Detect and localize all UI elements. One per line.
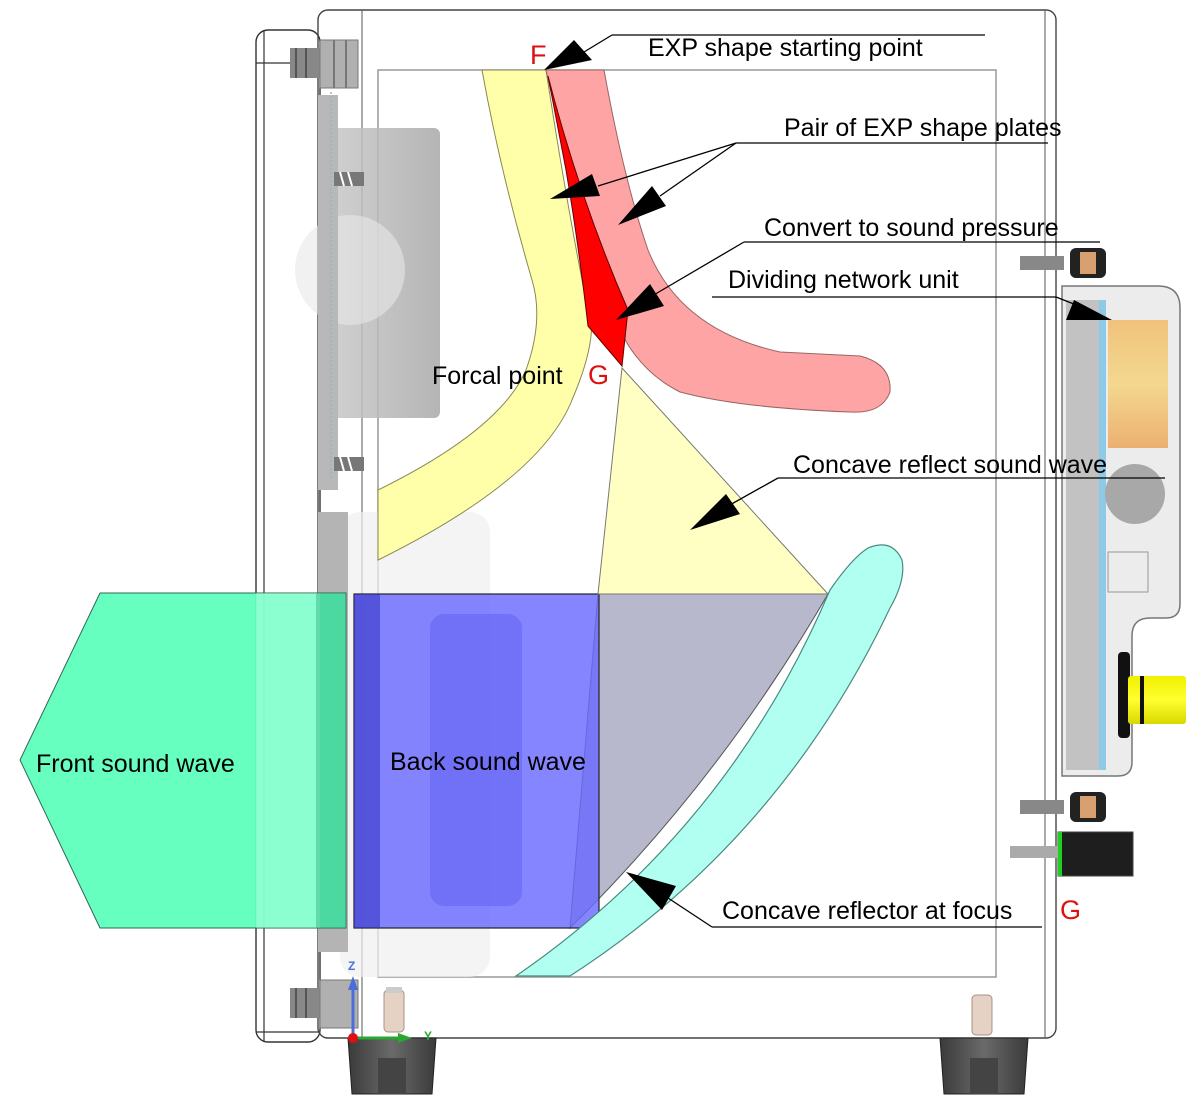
arrow-exp-start xyxy=(544,40,592,70)
terminal-green-edge xyxy=(1058,832,1062,876)
arrow-exp-plate-yellow xyxy=(550,174,600,199)
annotation-convert-pressure: Convert to sound pressure xyxy=(616,214,1100,320)
label-concave-reflect: Concave reflect sound wave xyxy=(793,451,1107,479)
volume-knob-band xyxy=(1140,676,1144,724)
network-grey-body xyxy=(1066,300,1104,770)
network-capacitor xyxy=(1108,320,1168,448)
y-axis-arrowhead xyxy=(398,1033,412,1043)
foot-left-slot xyxy=(378,1058,406,1094)
network-screw-bottom xyxy=(1020,792,1106,822)
annotation-exp-start: F EXP shape starting point xyxy=(530,34,985,70)
label-exp-start-marker: F xyxy=(530,40,547,70)
back-wave-dark-strip xyxy=(354,594,380,928)
back-sound-wave-region xyxy=(353,593,600,929)
arrow-concave-reflector xyxy=(626,872,676,910)
annotation-focal-point: Forcal point G xyxy=(432,360,609,390)
front-wave-baffle-overlay xyxy=(256,593,320,928)
arrow-convert-pressure xyxy=(616,284,664,320)
label-convert-pressure: Convert to sound pressure xyxy=(764,214,1059,242)
wood-screw-lower xyxy=(334,456,364,472)
network-inductor xyxy=(1105,464,1165,524)
front-wave-dark-strip xyxy=(316,593,346,928)
volume-knob xyxy=(1128,676,1186,724)
label-focal-point: Forcal point xyxy=(432,362,563,390)
terminal-screw xyxy=(1010,846,1058,858)
woofer-grey-strip xyxy=(318,95,338,490)
dividing-network-housing xyxy=(1010,248,1186,877)
label-concave-reflector-marker: G xyxy=(1060,895,1081,925)
screw-top-left xyxy=(290,39,359,89)
arrow-exp-plate-pink xyxy=(618,186,666,225)
label-front-wave: Front sound wave xyxy=(36,750,235,778)
wood-screw-upper xyxy=(334,171,364,187)
woofer-back-disc xyxy=(295,215,405,325)
front-sound-wave-region xyxy=(19,592,347,929)
annotation-exp-plates: Pair of EXP shape plates xyxy=(550,114,1062,225)
network-resistor-outline xyxy=(1107,551,1149,593)
annotation-dividing-network: Dividing network unit xyxy=(712,266,1112,320)
arrow-concave-reflect xyxy=(690,494,740,530)
concave-reflector xyxy=(514,544,904,977)
annotation-concave-reflector: Concave reflector at focus G xyxy=(626,872,1081,928)
knob-base xyxy=(1118,652,1130,738)
threaded-insert-left xyxy=(383,987,405,1033)
y-axis-label: Y xyxy=(424,1029,432,1043)
label-concave-reflector: Concave reflector at focus xyxy=(722,897,1012,925)
label-dividing-network: Dividing network unit xyxy=(728,266,959,294)
back-wave-inner-shape xyxy=(430,614,522,906)
overlap-region xyxy=(569,593,829,930)
label-exp-plates: Pair of EXP shape plates xyxy=(784,114,1062,142)
label-back-wave: Back sound wave xyxy=(390,748,586,776)
annotation-concave-reflect: Concave reflect sound wave xyxy=(690,451,1165,530)
concave-reflect-wave-region xyxy=(597,366,830,595)
foot-right-slot xyxy=(970,1058,998,1094)
annotation-back-wave: Back sound wave xyxy=(390,748,586,776)
threaded-insert-right xyxy=(971,994,993,1036)
annotation-front-wave: Front sound wave xyxy=(36,750,235,778)
z-axis-label: Z xyxy=(348,959,355,973)
z-axis-arrowhead xyxy=(348,976,358,990)
axes-origin xyxy=(348,1033,358,1043)
terminal-block xyxy=(1057,831,1134,877)
coordinate-axes: Z Y xyxy=(348,959,432,1043)
label-exp-start: EXP shape starting point xyxy=(648,34,923,62)
arrow-dividing-network xyxy=(1066,300,1112,320)
network-screw-top xyxy=(1020,248,1106,278)
label-focal-marker: G xyxy=(588,360,609,390)
network-pcb xyxy=(1099,300,1106,770)
